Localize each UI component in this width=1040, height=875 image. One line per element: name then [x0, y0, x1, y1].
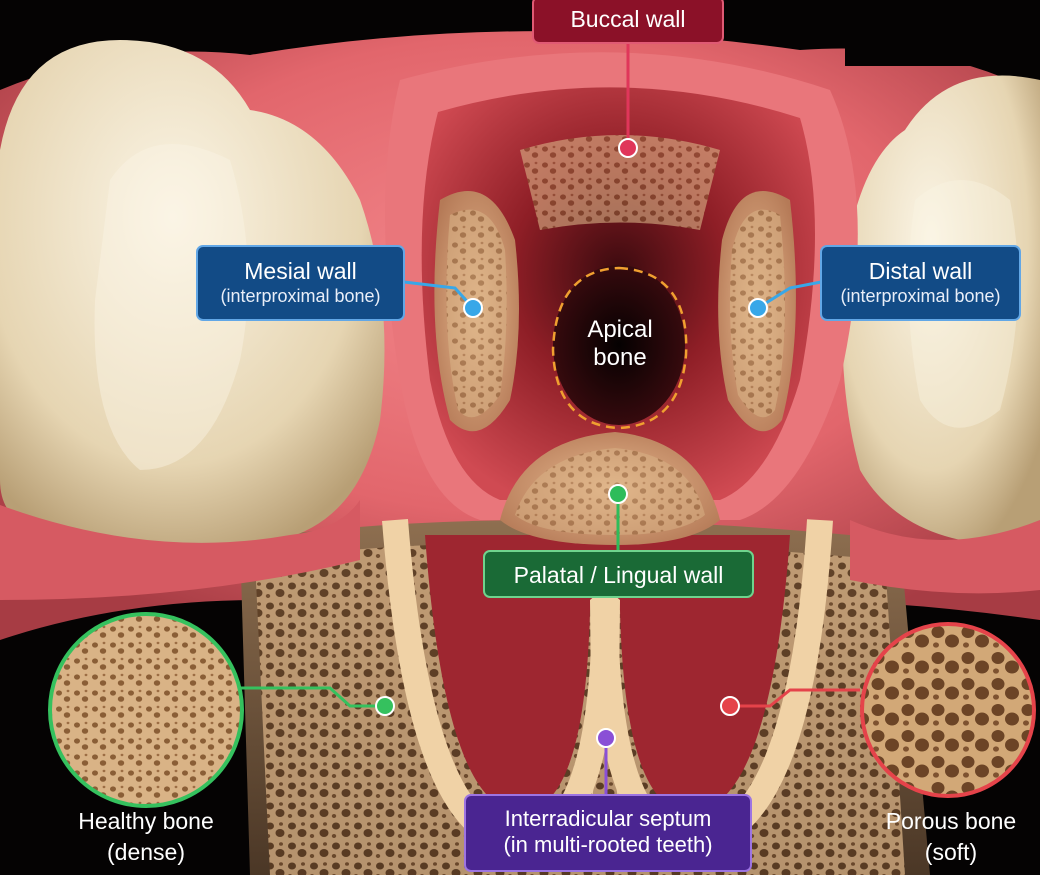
porous-bone-caption: Porous bone (soft)	[866, 806, 1036, 868]
buccal-wall-label: Buccal wall	[532, 0, 724, 44]
mesial-wall-sub: (interproximal bone)	[220, 285, 381, 306]
palatal-marker	[608, 484, 628, 504]
distal-marker	[748, 298, 768, 318]
porous-bone-marker	[720, 696, 740, 716]
porous-bone-magnifier	[860, 622, 1036, 798]
healthy-bone-line2: (dense)	[107, 839, 185, 866]
healthy-bone-marker	[375, 696, 395, 716]
mesial-wall-label: Mesial wall (interproximal bone)	[196, 245, 405, 321]
healthy-bone-caption: Healthy bone (dense)	[56, 806, 236, 868]
mesial-marker	[463, 298, 483, 318]
distal-wall-sub: (interproximal bone)	[840, 285, 1001, 306]
buccal-wall-text: Buccal wall	[570, 6, 686, 32]
healthy-bone-line1: Healthy bone	[78, 808, 214, 834]
apical-bone-line2: bone	[593, 343, 647, 371]
porous-bone-line2: (soft)	[924, 839, 978, 866]
distal-wall-label: Distal wall (interproximal bone)	[820, 245, 1021, 321]
apical-bone-line1: Apical	[587, 316, 653, 343]
palatal-wall-text: Palatal / Lingual wall	[513, 562, 724, 588]
mesial-wall-title: Mesial wall	[244, 258, 357, 284]
palatal-wall-label: Palatal / Lingual wall	[483, 550, 754, 598]
apical-outline	[551, 266, 688, 430]
porous-bone-line1: Porous bone	[885, 808, 1017, 834]
interradicular-line1: Interradicular septum	[504, 806, 712, 831]
interradicular-marker	[596, 728, 616, 748]
apical-bone-label: Apical bone	[560, 316, 680, 371]
distal-wall-title: Distal wall	[868, 258, 973, 284]
buccal-marker	[618, 138, 638, 158]
interradicular-label: Interradicular septum (in multi-rooted t…	[464, 794, 752, 872]
healthy-bone-magnifier	[48, 612, 244, 808]
interradicular-line2: (in multi-rooted teeth)	[503, 832, 713, 858]
